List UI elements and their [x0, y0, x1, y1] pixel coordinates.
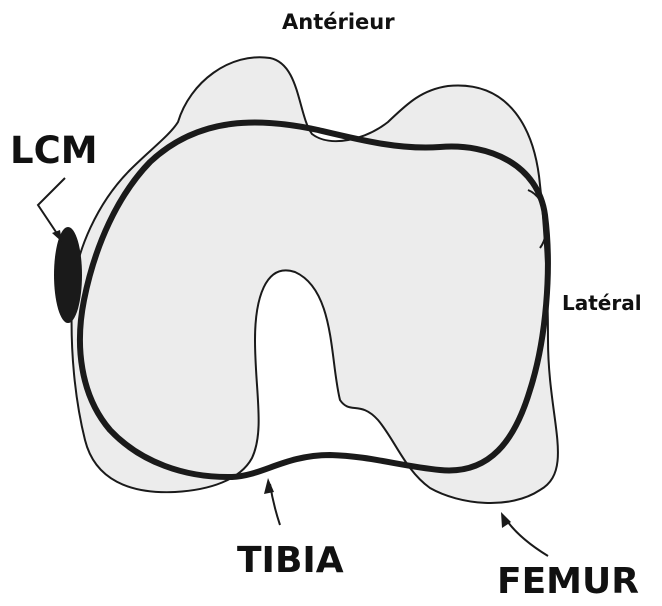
label-anterieur: Antérieur [282, 12, 395, 33]
femur-pointer-arrow [505, 518, 548, 556]
lcm-pointer-arrow [38, 178, 65, 238]
lcm-arrowhead [52, 230, 62, 242]
femur-outline [72, 57, 558, 503]
label-lateral: Latéral [562, 293, 642, 313]
label-femur: FEMUR [497, 564, 639, 600]
lcm-ligament-shape [54, 227, 82, 323]
label-tibia: TIBIA [237, 543, 344, 579]
label-lcm: LCM [10, 132, 98, 169]
tibia-arrowhead [264, 478, 274, 494]
